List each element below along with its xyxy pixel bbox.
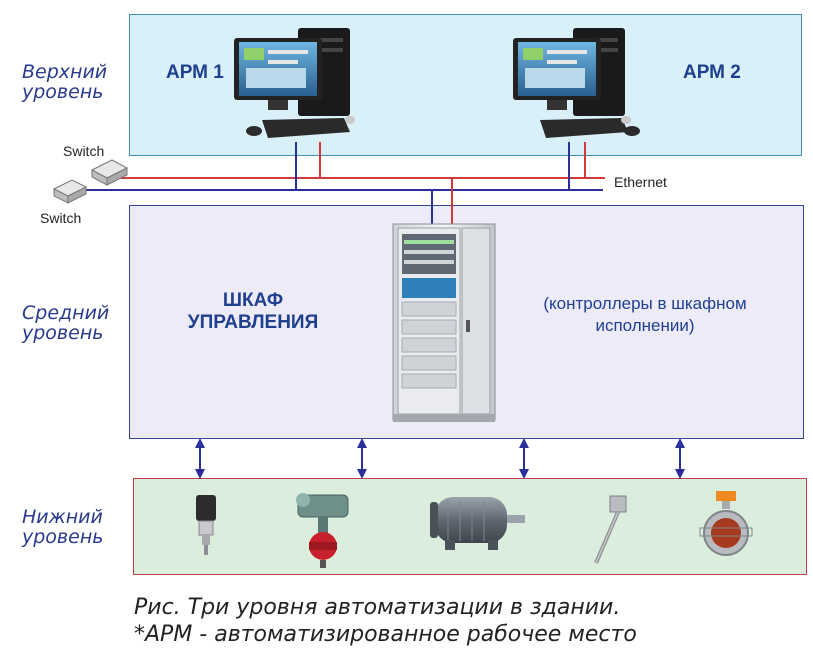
workstation-1-label: АРМ 1	[166, 62, 224, 83]
valve-actuator-icon	[296, 493, 349, 568]
temperature-probe-icon	[594, 495, 627, 564]
switch-icon-2	[52, 179, 88, 204]
connection-arrows	[195, 438, 685, 479]
workstation-2-label: АРМ 2	[683, 62, 741, 83]
damper-actuator-icon	[699, 491, 753, 556]
switch-label-1: Switch	[63, 143, 105, 159]
switch-label-2: Switch	[40, 210, 82, 226]
control-cabinet-icon	[392, 223, 496, 422]
caption-line-2: *АРМ - автоматизированное рабочее место	[134, 622, 637, 647]
level-label-lower: Нижний уровень	[22, 506, 104, 548]
computer-icon-1	[234, 28, 355, 138]
computer-icon-2	[513, 28, 640, 138]
electric-motor-icon	[430, 497, 525, 550]
level-label-upper: Верхний уровень	[22, 61, 108, 103]
switch-icon-1	[90, 159, 129, 186]
figure-caption: Рис. Три уровня автоматизации в здании. …	[134, 594, 637, 648]
cabinet-title: ШКАФ УПРАВЛЕНИЯ	[187, 290, 319, 333]
pressure-sensor-icon	[196, 495, 216, 555]
cabinet-note: (контроллеры в шкафном исполнении)	[543, 294, 747, 335]
caption-line-1: Рис. Три уровня автоматизации в здании.	[134, 595, 621, 620]
ethernet-label: Ethernet	[614, 174, 667, 190]
network-lines	[80, 142, 605, 232]
level-label-middle: Средний уровень	[22, 302, 110, 344]
